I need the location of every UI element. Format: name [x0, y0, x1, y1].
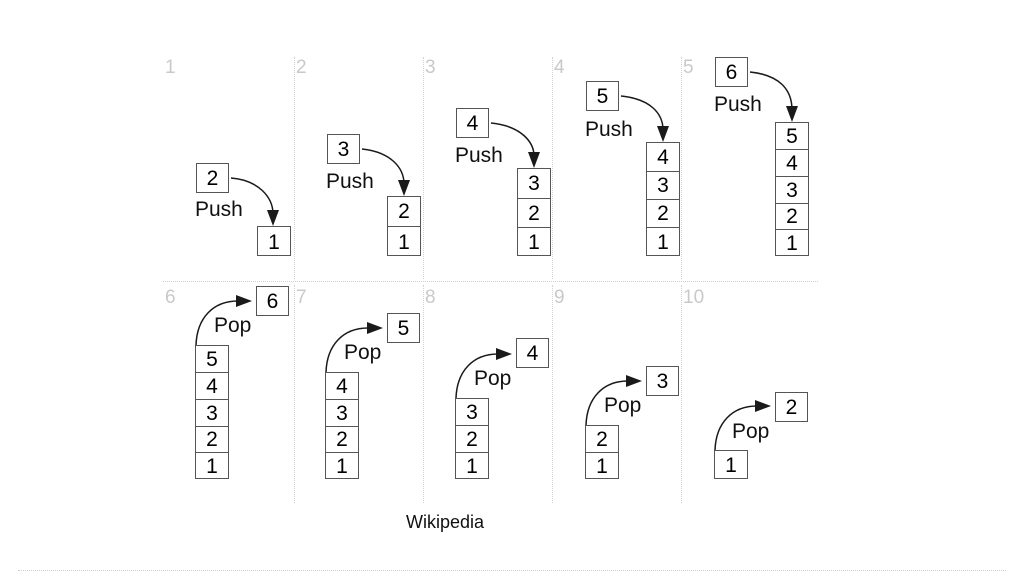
stack-cell: 1: [596, 455, 608, 478]
stack-cell: 4: [647, 143, 679, 172]
stack-cell: 3: [518, 169, 550, 199]
panel-index-10: 10: [683, 287, 705, 308]
stack-cell: 3: [456, 399, 488, 426]
panel-index-4: 4: [554, 57, 565, 78]
stack-cell: 2: [326, 427, 358, 453]
panel-index-6: 6: [165, 287, 176, 308]
panel-separator-6: [423, 285, 424, 503]
stack-4: 4 3 2 1: [646, 142, 680, 256]
detached-box-5: 6: [715, 57, 748, 87]
panel-separator-5: [294, 285, 295, 503]
stack-cell: 2: [586, 426, 618, 453]
panel-separator-2: [423, 57, 424, 279]
stack-cell: 3: [326, 400, 358, 427]
stack-cell: 4: [196, 373, 228, 400]
stack-cell: 2: [647, 200, 679, 228]
stack-cell: 1: [336, 455, 348, 478]
detached-box-1: 2: [196, 163, 229, 193]
stack-cell: 2: [776, 204, 808, 230]
panel-index-8: 8: [425, 287, 436, 308]
stack-cell: 5: [196, 346, 228, 373]
stack-3: 3 2 1: [517, 168, 551, 256]
detached-box-8: 4: [516, 338, 549, 368]
stack-9: 2 1: [585, 425, 619, 479]
panel-separator-4: [681, 57, 682, 279]
panel-separator-1: [294, 57, 295, 279]
stack-cell: 2: [388, 197, 420, 227]
panel-index-1: 1: [165, 57, 176, 78]
stack-cell: 5: [776, 123, 808, 150]
operation-label-9: Pop: [604, 394, 642, 417]
panel-index-9: 9: [554, 287, 565, 308]
panel-index-3: 3: [425, 57, 436, 78]
operation-label-10: Pop: [732, 420, 770, 443]
operation-label-3: Push: [455, 144, 503, 167]
stack-cell: 3: [196, 400, 228, 427]
stack-cell: 3: [776, 177, 808, 204]
operation-label-8: Pop: [474, 367, 512, 390]
detached-box-9: 3: [646, 366, 679, 396]
panel-separator-7: [552, 285, 553, 503]
detached-box-3: 4: [456, 108, 489, 138]
operation-label-2: Push: [326, 170, 374, 193]
stack-cell: 2: [518, 199, 550, 228]
operation-label-1: Push: [195, 198, 243, 221]
detached-box-6: 6: [256, 286, 289, 316]
stack-cell: 1: [466, 455, 478, 478]
stack-10: 1: [714, 450, 748, 479]
stack-cell: 3: [647, 172, 679, 200]
stack-5: 5 4 3 2 1: [775, 122, 809, 256]
stack-cell: 1: [725, 454, 737, 477]
stack-cell: 1: [206, 455, 218, 478]
detached-box-2: 3: [327, 134, 360, 164]
stack-cell: 1: [786, 232, 798, 255]
stack-8: 3 2 1: [455, 398, 489, 479]
stack-cell: 1: [657, 231, 669, 254]
stack-2: 2 1: [387, 196, 421, 256]
stack-1: 1: [257, 226, 291, 256]
detached-box-7: 5: [387, 313, 420, 343]
detached-box-10: 2: [775, 392, 808, 422]
stack-cell: 1: [268, 230, 280, 254]
operation-label-7: Pop: [344, 341, 382, 364]
stack-cell: 4: [326, 373, 358, 400]
bottom-rule: [18, 570, 1006, 571]
panel-index-7: 7: [296, 287, 307, 308]
detached-box-4: 5: [586, 81, 619, 111]
row-divider: [163, 281, 818, 282]
stack-cell: 1: [398, 230, 410, 254]
stack-cell: 2: [196, 427, 228, 453]
stack-7: 4 3 2 1: [325, 372, 359, 479]
stack-6: 5 4 3 2 1: [195, 345, 229, 479]
stack-cell: 4: [776, 150, 808, 177]
operation-label-5: Push: [714, 93, 762, 116]
stack-cell: 2: [456, 426, 488, 453]
panel-index-2: 2: [296, 57, 307, 78]
stack-cell: 1: [528, 231, 540, 254]
operation-label-6: Pop: [214, 314, 252, 337]
operation-label-4: Push: [585, 118, 633, 141]
figure-caption: Wikipedia: [406, 512, 485, 532]
panel-index-5: 5: [683, 57, 694, 78]
panel-separator-3: [552, 57, 553, 279]
panel-separator-8: [681, 285, 682, 503]
